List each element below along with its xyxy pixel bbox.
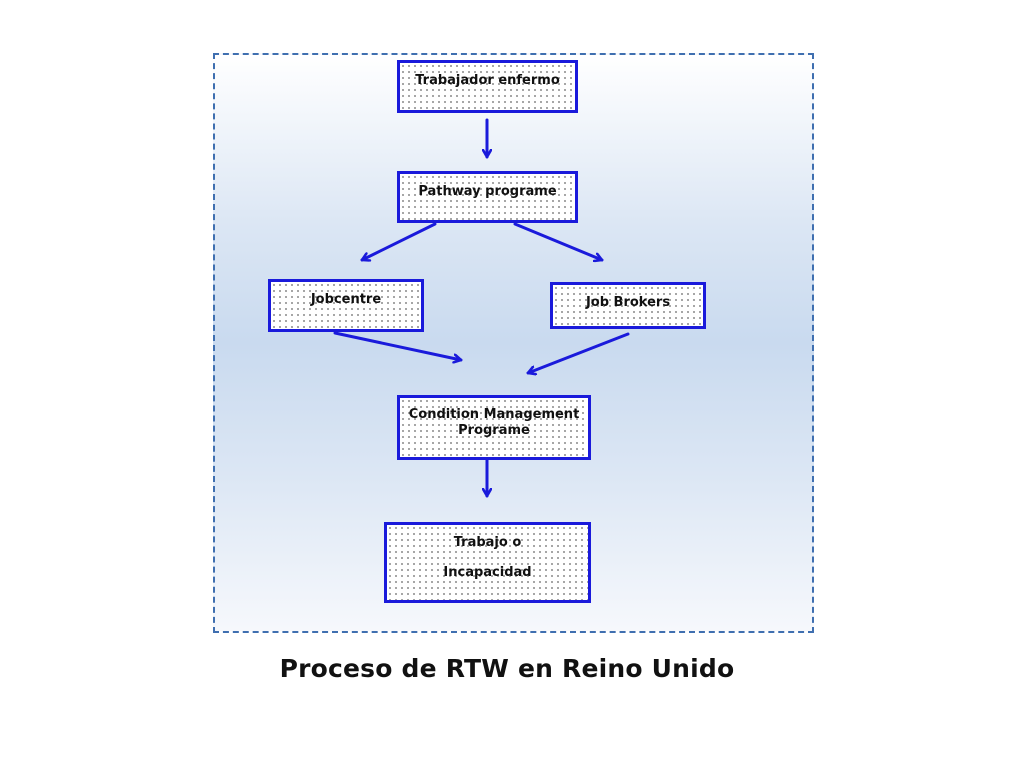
node-label: Trabajador enfermo <box>415 73 560 88</box>
node-label-line-1: Trabajo o <box>453 535 522 550</box>
node-condition-management-programe: Condition Management Programe <box>397 395 591 460</box>
node-pathway-programe: Pathway programe <box>397 171 578 223</box>
node-label: Jobcentre <box>310 292 382 307</box>
node-label-line-1: Condition Management <box>408 407 580 422</box>
node-job-brokers: Job Brokers <box>550 282 706 329</box>
diagram-caption: Proceso de RTW en Reino Unido <box>279 654 735 683</box>
node-trabajador-enfermo: Trabajador enfermo <box>397 60 578 113</box>
node-label-line-2: Programe <box>458 423 530 438</box>
node-label: Job Brokers <box>585 295 671 310</box>
node-label: Pathway programe <box>418 184 557 199</box>
node-trabajo-o-incapacidad: Trabajo o Incapacidad <box>384 522 591 603</box>
node-jobcentre: Jobcentre <box>268 279 424 332</box>
node-label-line-2: Incapacidad <box>443 565 532 580</box>
